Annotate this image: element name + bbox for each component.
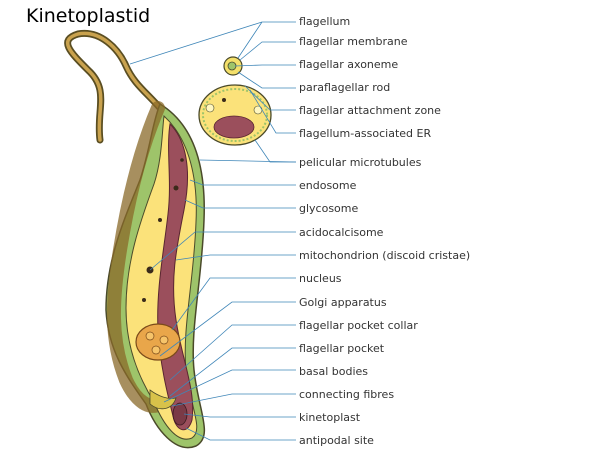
label-mitochondrion: mitochondrion (discoid cristae) <box>299 249 470 262</box>
label-golgi-apparatus: Golgi apparatus <box>299 296 387 309</box>
label-nucleus: nucleus <box>299 272 342 285</box>
label-flagellar-axoneme: flagellar axoneme <box>299 58 398 71</box>
label-glycosome: glycosome <box>299 202 358 215</box>
label-kinetoplast: kinetoplast <box>299 411 360 424</box>
label-endosome: endosome <box>299 179 356 192</box>
label-column: flagellum flagellar membrane flagellar a… <box>299 0 599 464</box>
label-flagellar-membrane: flagellar membrane <box>299 35 407 48</box>
label-flagellum: flagellum <box>299 15 350 28</box>
label-flagellar-pocket-collar: flagellar pocket collar <box>299 319 418 332</box>
label-pelicular-microtubules: pelicular microtubules <box>299 156 421 169</box>
label-antipodal-site: antipodal site <box>299 434 374 447</box>
nucleus-shape <box>136 324 180 360</box>
label-flagellum-associated-er: flagellum-associated ER <box>299 127 431 140</box>
label-connecting-fibres: connecting fibres <box>299 388 394 401</box>
label-acidocalcisome: acidocalcisome <box>299 226 383 239</box>
label-basal-bodies: basal bodies <box>299 365 368 378</box>
label-paraflagellar-rod: paraflagellar rod <box>299 81 390 94</box>
label-flagellar-attachment-zone: flagellar attachment zone <box>299 104 441 117</box>
label-flagellar-pocket: flagellar pocket <box>299 342 384 355</box>
